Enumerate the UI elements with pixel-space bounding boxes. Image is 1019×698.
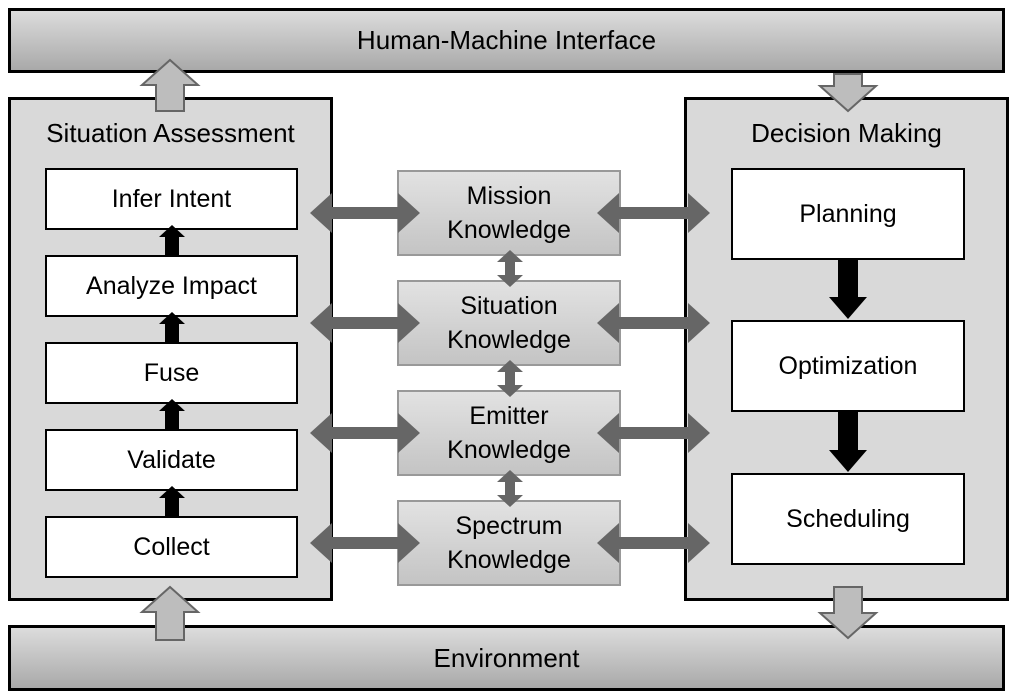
double-arrow-right-1 [597,303,710,343]
double-arrow-right-0 [597,193,710,233]
scheduling-box: Scheduling [731,473,965,565]
situation-assessment-title: Situation Assessment [46,118,295,148]
double-arrow-left-0 [310,193,420,233]
double-arrow-left-1 [310,303,420,343]
double-arrow-right-3 [597,523,710,563]
emitter-knowledge-box: Emitter Knowledge [397,390,621,476]
analyze-impact-box: Analyze Impact [45,255,298,317]
validate-box: Validate [45,429,298,491]
black-down-arrow-1 [829,412,867,472]
decision-making-title: Decision Making [751,118,942,148]
human-machine-interface-bar: Human-Machine Interface [8,8,1005,73]
spectrum-knowledge-box: Spectrum Knowledge [397,500,621,586]
hollow-up-arrow-from-environment [139,585,201,641]
knowledge-label: Knowledge [447,436,571,464]
black-up-arrow-1 [159,312,185,343]
double-arrow-vertical-0 [497,250,523,287]
planning-box: Planning [731,168,965,260]
environment-bar: Environment [8,625,1005,691]
double-arrow-left-3 [310,523,420,563]
knowledge-label: Spectrum [455,512,563,540]
situation-knowledge-box: Situation Knowledge [397,280,621,366]
knowledge-label: Situation [460,292,558,320]
knowledge-label: Mission [466,182,552,210]
double-arrow-vertical-1 [497,360,523,397]
black-up-arrow-2 [159,399,185,430]
knowledge-label: Knowledge [447,216,571,244]
hollow-down-arrow-to-environment [817,586,879,640]
black-up-arrow-0 [159,225,185,256]
optimization-box: Optimization [731,320,965,412]
fuse-box: Fuse [45,342,298,404]
collect-box: Collect [45,516,298,578]
hollow-up-arrow-to-hmi [139,58,201,112]
black-up-arrow-3 [159,486,185,517]
double-arrow-vertical-2 [497,470,523,507]
black-down-arrow-0 [829,260,867,319]
knowledge-label: Knowledge [447,546,571,574]
double-arrow-left-2 [310,413,420,453]
double-arrow-right-2 [597,413,710,453]
hollow-down-arrow-from-hmi [817,73,879,113]
knowledge-label: Emitter [469,402,549,430]
knowledge-label: Knowledge [447,326,571,354]
infer-intent-box: Infer Intent [45,168,298,230]
